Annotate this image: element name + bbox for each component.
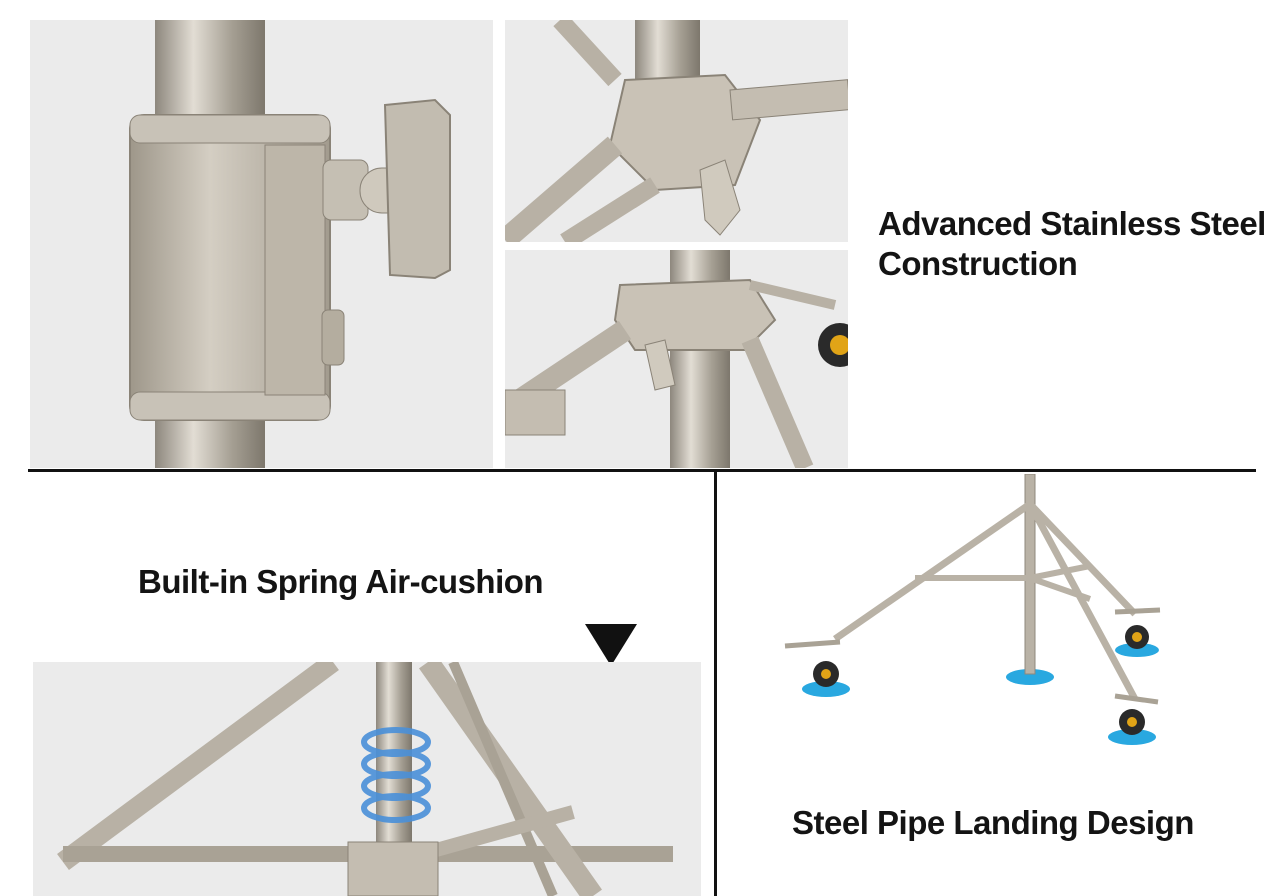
photo-leg-hub-top: [505, 20, 848, 242]
caption-spring: Built-in Spring Air-cushion: [138, 563, 544, 600]
caption-construction: Advanced Stainless Steel Construction: [878, 204, 1273, 284]
caption-construction-line2: Construction: [878, 245, 1078, 282]
triangle-down-icon: [585, 624, 637, 666]
caption-landing: Steel Pipe Landing Design: [792, 804, 1194, 841]
vertical-divider: [714, 470, 717, 896]
photo-stand-casters: [760, 473, 1230, 764]
horizontal-divider: [28, 469, 1256, 472]
photo-clamp-closeup: [30, 20, 493, 468]
caption-construction-line1: Advanced Stainless Steel: [878, 205, 1266, 242]
photo-spring-air-cushion: [33, 662, 701, 896]
photo-leg-hub-bottom: [505, 250, 848, 468]
